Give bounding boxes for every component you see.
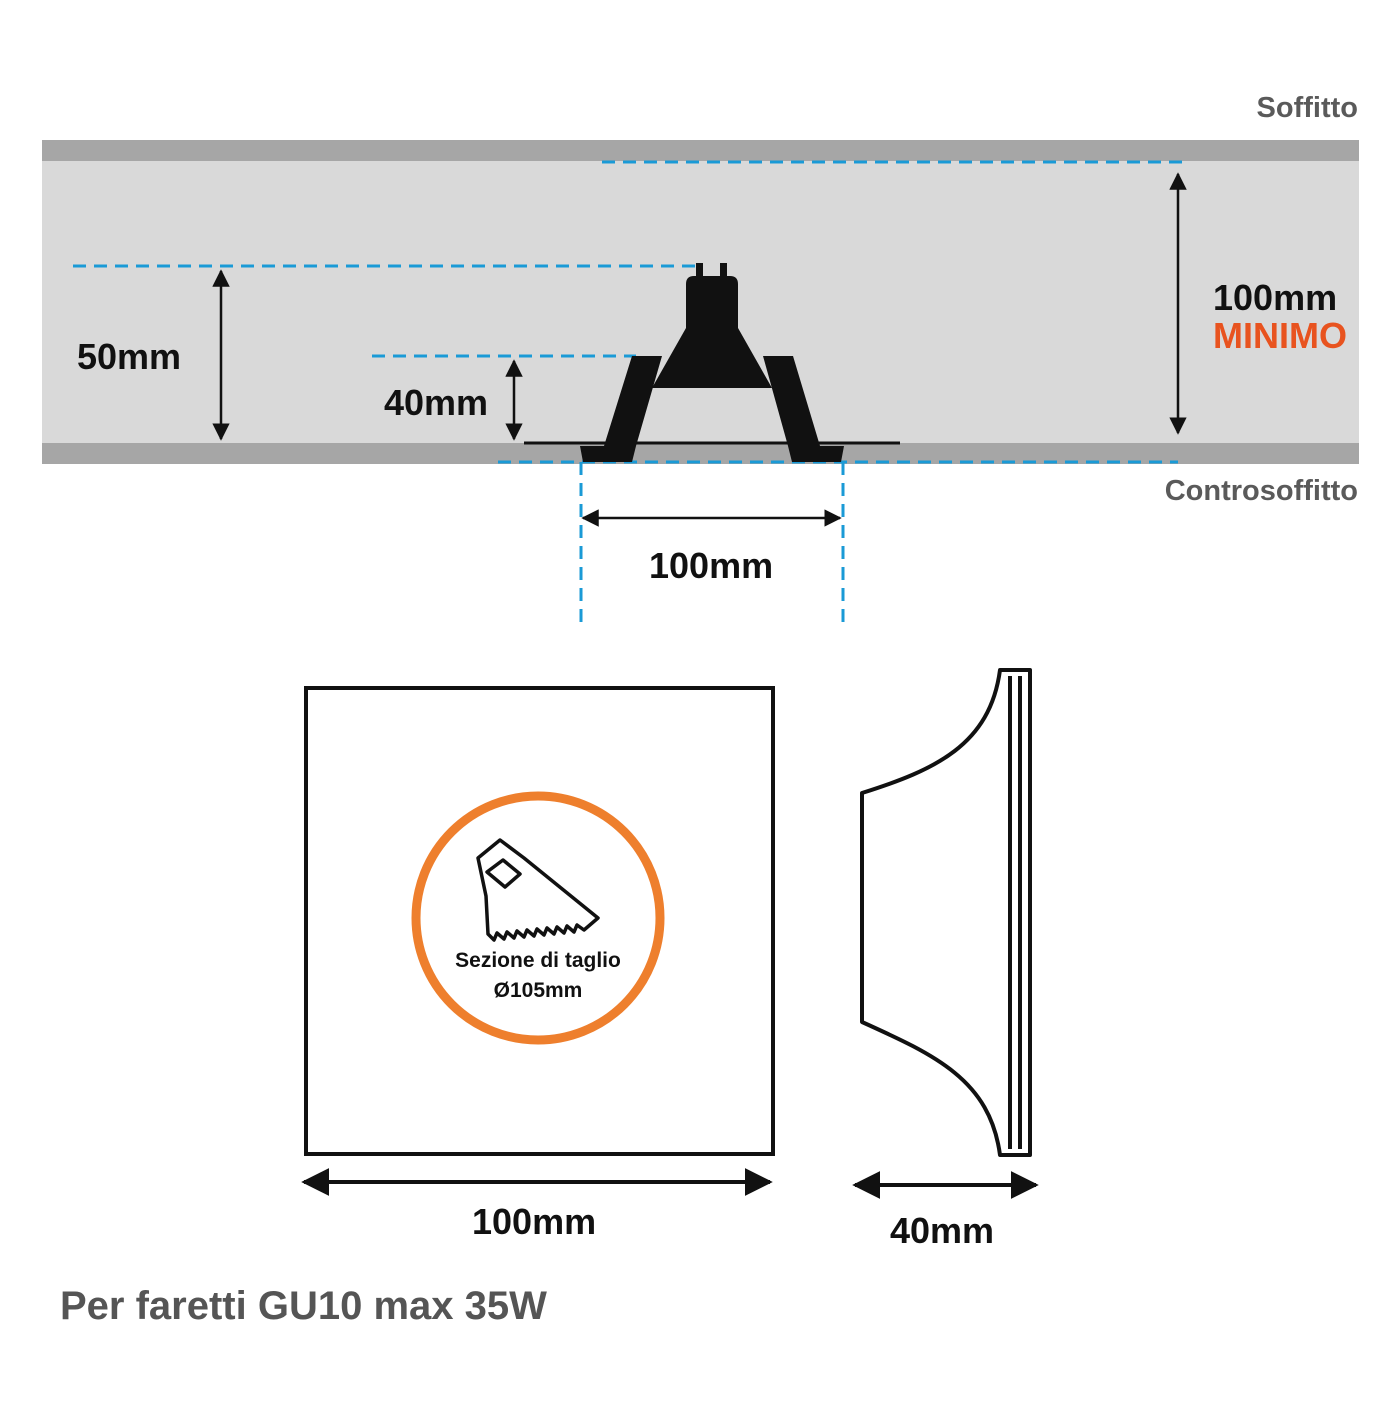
front-width-label: 100mm [472,1201,597,1242]
hole-width-label: 100mm [649,545,774,586]
false-ceiling-slab [42,443,1359,464]
depth-bulb-label: 40mm [384,382,489,423]
cut-hole-badge [411,791,665,1045]
cut-section-label: Sezione di taglio [455,949,621,972]
clearance-note-label: MINIMO [1213,315,1347,356]
side-depth-label: 40mm [890,1210,995,1251]
front-view-frame [304,686,775,1156]
footer-note: Per faretti GU10 max 35W [60,1284,547,1328]
fixture-right-wall [763,356,844,462]
fixture-section [524,263,900,462]
cut-diameter-label: Ø105mm [493,979,583,1002]
ceiling-slab [42,140,1359,161]
fixture-left-wall [580,356,662,462]
gu10-bulb-icon [652,276,772,388]
saw-icon [476,838,600,942]
depth-left-label: 50mm [77,336,182,377]
ceiling-label: Soffitto [1256,92,1358,124]
false-ceiling-label: Controsoffitto [1164,475,1358,507]
side-view-profile [860,668,1032,1157]
bulb-pin-right [720,263,727,278]
clearance-value-label: 100mm [1213,277,1338,318]
bulb-pin-left [696,263,703,278]
